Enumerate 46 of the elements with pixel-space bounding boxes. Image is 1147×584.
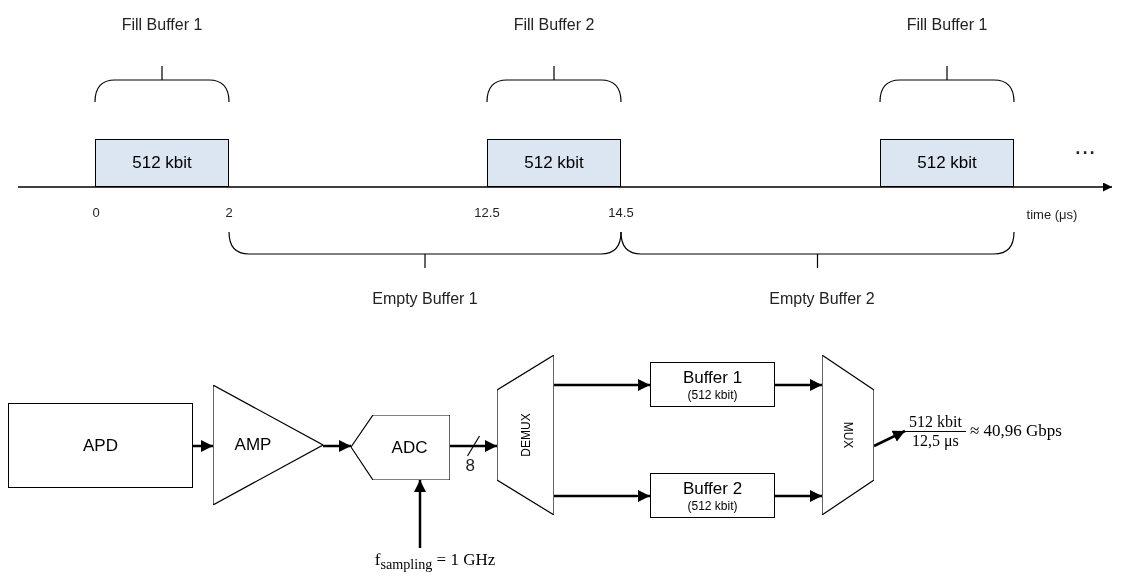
axis-label: time (μs) — [1026, 207, 1078, 222]
block-label: AMP — [234, 435, 272, 455]
mux-trapezoid — [822, 355, 874, 515]
arrow — [775, 379, 822, 391]
block-label: 512 kbit — [132, 153, 192, 173]
block-label: 512 kbit — [917, 153, 977, 173]
block-label: ADC — [391, 437, 428, 458]
buffer-fill-block — [95, 139, 229, 187]
tick-label: 0 — [92, 205, 100, 220]
arrow — [450, 440, 497, 452]
arrow — [554, 490, 650, 502]
block-label: Buffer 2 — [682, 478, 743, 499]
phase-label: Empty Buffer 2 — [769, 290, 875, 308]
buffer-fill-block — [487, 139, 621, 187]
block-box — [650, 362, 775, 407]
arrow — [775, 490, 822, 502]
block-sublabel: (512 kbit) — [687, 387, 738, 402]
arrow — [414, 480, 426, 548]
demux-trapezoid — [497, 355, 554, 515]
arrow — [323, 440, 351, 452]
ellipsis: ... — [1074, 130, 1096, 161]
block-label: MUX — [841, 421, 855, 449]
phase-label: Fill Buffer 1 — [906, 16, 988, 34]
tick-label: 12.5 — [474, 205, 500, 220]
adc-block — [351, 415, 450, 480]
phase-label: Fill Buffer 1 — [121, 16, 203, 34]
block-box — [650, 473, 775, 518]
block-label: 512 kbit — [524, 153, 584, 173]
block-label: DEMUX — [518, 413, 533, 457]
block-label: Buffer 1 — [682, 367, 743, 388]
tick-label: 2 — [225, 205, 233, 220]
tick-label: 14.5 — [608, 205, 634, 220]
phase-label: Fill Buffer 2 — [513, 16, 595, 34]
numerator: 512 kbit — [905, 412, 966, 432]
edge-label: 8 — [465, 456, 475, 476]
buffer-fill-block — [880, 139, 1014, 187]
phase-label: Empty Buffer 1 — [372, 290, 478, 308]
arrow — [193, 440, 213, 452]
result-text: ≈ 40,96 Gbps — [969, 421, 1062, 441]
block-sublabel: (512 kbit) — [687, 498, 738, 513]
denominator: 12,5 μs — [912, 431, 959, 450]
block-label: APD — [83, 435, 118, 456]
block-label: f$_{sampling}$ = 1 GHz — [374, 550, 496, 574]
amplifier-triangle — [213, 385, 323, 505]
arrow — [554, 379, 650, 391]
block-box — [8, 403, 193, 488]
